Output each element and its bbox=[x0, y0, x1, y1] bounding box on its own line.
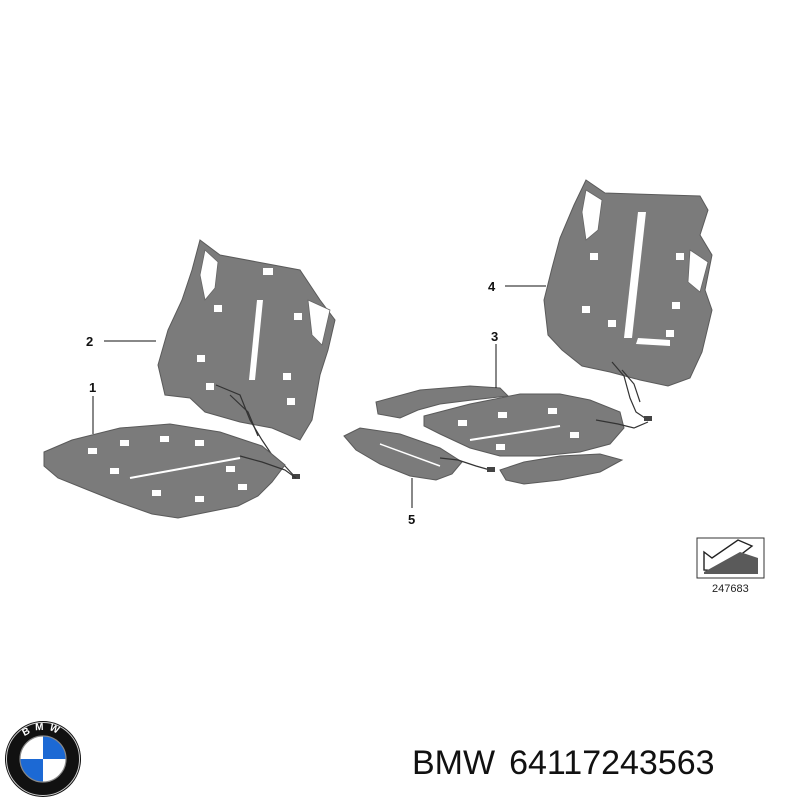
backrest-heating-pad-left bbox=[157, 239, 336, 479]
callout-5: 5 bbox=[408, 512, 415, 527]
callout-2: 2 bbox=[86, 334, 93, 349]
seat-heating-pad-left bbox=[43, 423, 297, 519]
seat-heating-pad-right bbox=[375, 385, 649, 485]
part-caption: BMW 64117243563 bbox=[412, 738, 792, 788]
callout-1: 1 bbox=[89, 380, 96, 395]
brand-name: BMW bbox=[412, 744, 496, 782]
part-number: 64117243563 bbox=[509, 744, 715, 782]
callout-4: 4 bbox=[488, 279, 496, 294]
callout-3: 3 bbox=[491, 329, 498, 344]
backrest-heating-pad-right bbox=[543, 179, 713, 421]
bmw-logo: BMW bbox=[5, 721, 81, 797]
heating-element-insert bbox=[343, 427, 495, 481]
reference-box: 247683 bbox=[696, 537, 765, 595]
reference-number: 247683 bbox=[712, 583, 749, 595]
